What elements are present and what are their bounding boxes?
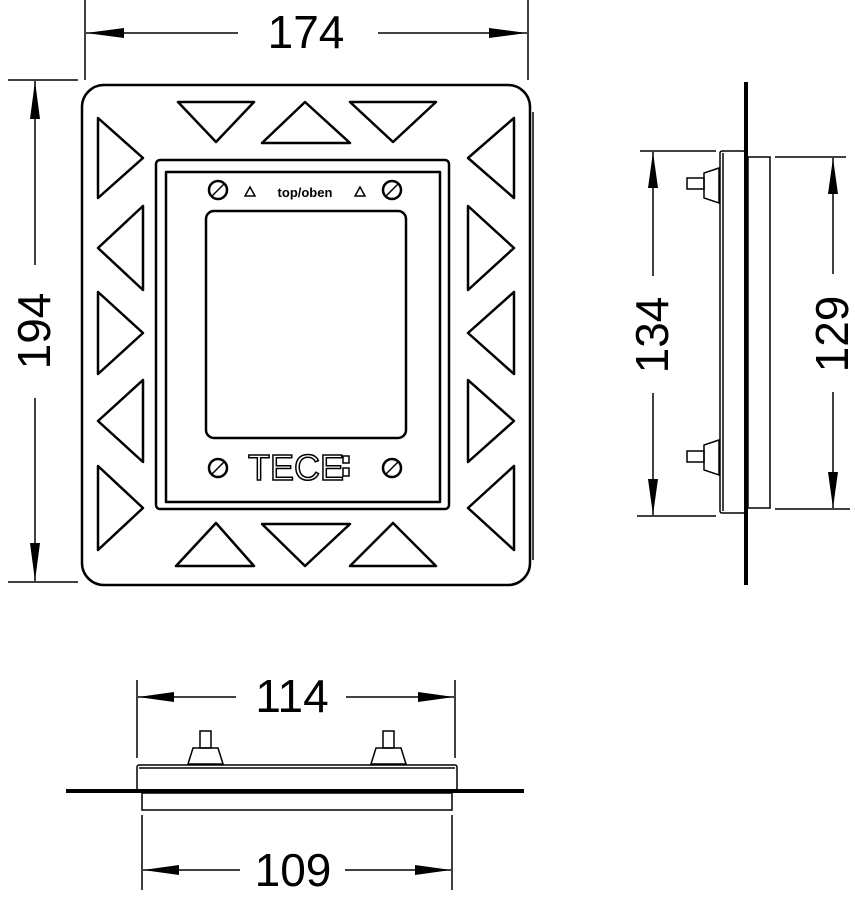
dimension-134: 134	[626, 150, 716, 517]
dimension-label: 134	[626, 297, 678, 374]
cover-frame-inner	[164, 170, 442, 504]
bottom-view: 114 109	[66, 670, 524, 896]
cutout	[466, 378, 516, 464]
housing-profile	[747, 156, 771, 509]
cutout	[466, 204, 516, 292]
cutout	[176, 100, 256, 144]
pin	[369, 730, 408, 765]
cutout	[466, 464, 516, 552]
cutout	[348, 521, 438, 568]
screw-icon	[207, 457, 229, 479]
up-triangle-icon	[353, 185, 367, 197]
cover-frame-outer	[154, 158, 451, 511]
logo-dot	[342, 467, 350, 477]
window	[204, 209, 408, 440]
pin	[686, 166, 720, 205]
dimension-129: 129	[775, 156, 855, 510]
cutout	[260, 100, 352, 145]
dimension-height: 194	[8, 79, 78, 583]
dimension-width: 174	[84, 0, 529, 80]
mounting-frame-outline	[80, 83, 532, 587]
pin	[186, 730, 225, 765]
front-view: top/oben TECE 174 194	[8, 0, 534, 587]
dimension-114: 114	[136, 670, 456, 758]
dimension-label: 129	[806, 296, 855, 373]
cutout	[96, 290, 145, 376]
cutout	[96, 464, 145, 552]
cutout	[174, 521, 256, 568]
cutout	[466, 116, 516, 200]
screw-icon	[207, 179, 229, 201]
pin	[686, 438, 720, 477]
dimension-label: 174	[268, 6, 345, 58]
cover-profile	[719, 150, 746, 514]
dimension-label: 114	[255, 670, 328, 722]
housing-profile	[141, 792, 453, 811]
cutout	[260, 522, 352, 568]
cover-profile	[136, 764, 458, 791]
dimension-label: 194	[8, 293, 60, 370]
up-triangle-icon	[243, 185, 257, 197]
brand-logo: TECE	[248, 447, 344, 488]
side-view: 134 129	[626, 82, 855, 585]
cutout	[96, 116, 145, 200]
dimension-label: 109	[255, 844, 332, 896]
screw-icon	[381, 179, 403, 201]
cutout	[466, 290, 516, 376]
logo-dot	[342, 455, 350, 464]
orientation-label: top/oben	[278, 185, 333, 200]
dimension-109: 109	[141, 815, 453, 896]
cutout	[348, 100, 438, 144]
cutout	[96, 204, 145, 292]
screw-icon	[381, 457, 403, 479]
cutout	[96, 378, 145, 464]
screws	[207, 179, 403, 479]
